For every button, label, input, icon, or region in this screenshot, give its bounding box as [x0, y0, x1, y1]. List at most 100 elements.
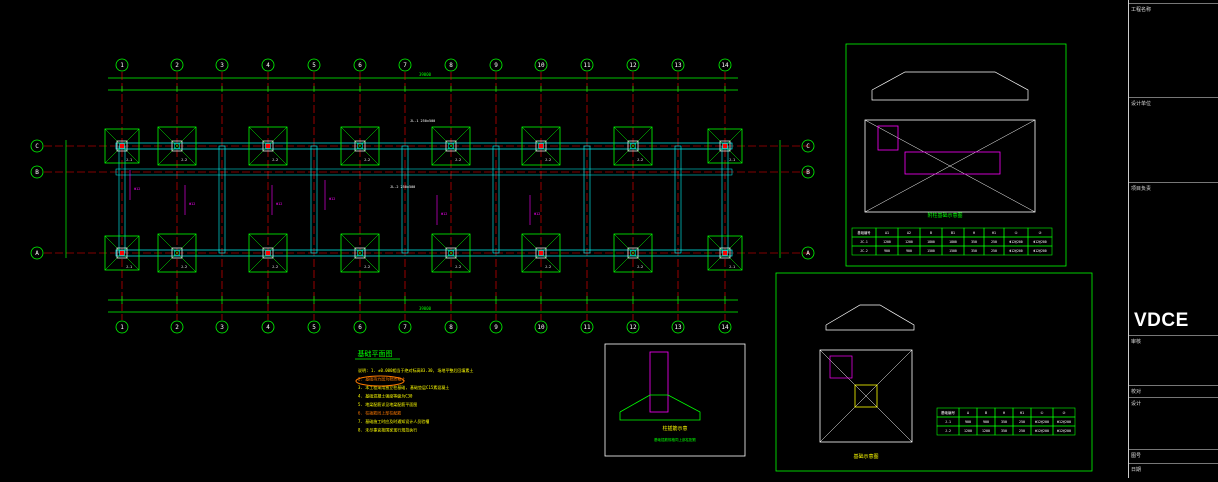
footing-label: J-2 — [364, 265, 370, 269]
axis-label-top-13: 13 — [674, 62, 682, 69]
foundation-table: 基础编号J-1J-2A9001200B9001200H350350H125025… — [936, 407, 1076, 436]
ground-beam-vertical — [674, 145, 682, 254]
column-stub — [535, 247, 547, 259]
title-block-row: 设计单位 — [1131, 101, 1152, 107]
table-header: B1 — [951, 231, 955, 235]
title-block-divider — [1129, 397, 1218, 398]
column-stub — [627, 247, 639, 259]
footing-outline — [248, 233, 288, 273]
rebar-annotation: Φ12 — [534, 212, 540, 216]
title-block-row: 工程名称 — [1131, 7, 1152, 13]
footing-label: J-1 — [126, 158, 132, 162]
table-value: 900 — [965, 420, 971, 424]
column-core — [630, 143, 636, 149]
side-detail-title: 附柱基础示意图 — [927, 212, 962, 219]
footing-outline — [431, 233, 471, 273]
total-dimension-bottom: 39000 — [419, 306, 432, 311]
note-line-5: 5. 地梁配筋详见地梁配筋平面图 — [358, 401, 417, 407]
column-core — [357, 143, 363, 149]
table-header: H1 — [992, 231, 996, 235]
axis-label-bottom-9: 9 — [494, 324, 498, 331]
column-core — [448, 250, 454, 256]
side-detail-plan — [864, 119, 1036, 213]
column-core — [265, 250, 271, 256]
column-core — [722, 143, 728, 149]
footing-label: J-2 — [455, 265, 461, 269]
axis-label-right-B: B — [806, 169, 810, 176]
axis-label-bottom-3: 3 — [220, 324, 224, 331]
table-header: A1 — [885, 231, 889, 235]
footing-outline — [340, 126, 380, 166]
axis-label-bottom-10: 10 — [537, 324, 545, 331]
foundation-section — [825, 304, 915, 331]
footing-label: J-2 — [545, 265, 551, 269]
table-header: 基础编号 — [941, 410, 955, 415]
column-stub — [445, 140, 457, 152]
rebar-annotation: Φ12 — [441, 212, 447, 216]
title-block-divider — [1129, 335, 1218, 336]
column-stub — [719, 140, 731, 152]
footing-label: J-2 — [455, 158, 461, 162]
axis-label-left-C: C — [35, 143, 39, 150]
plan-title: 基础平面图 — [358, 349, 393, 358]
table-header: A — [967, 411, 970, 415]
column-stub — [262, 140, 274, 152]
footing-label: J-2 — [364, 158, 370, 162]
column-stub — [627, 140, 639, 152]
column-core — [174, 143, 180, 149]
footing-outline — [157, 126, 197, 166]
table-value: 350 — [1001, 420, 1007, 424]
ground-beam — [115, 249, 733, 257]
axis-label-bottom-12: 12 — [629, 324, 637, 331]
foundation-detail-title: 基础示意图 — [853, 453, 878, 460]
title-block-row: 项目负责 — [1131, 186, 1152, 192]
axis-bubble-right — [801, 165, 815, 179]
table-value: Φ12@200 — [1035, 420, 1049, 424]
axis-label-top-7: 7 — [403, 62, 407, 69]
footing-outline — [248, 126, 288, 166]
table-cell — [1027, 245, 1053, 256]
table-value: 1800 — [927, 240, 935, 244]
axis-bubble-top — [718, 58, 732, 72]
column-stub — [354, 247, 366, 259]
axis-label-top-14: 14 — [721, 62, 729, 69]
axis-bubble-top — [444, 58, 458, 72]
column-stub — [262, 247, 274, 259]
axis-bubble-left — [30, 139, 44, 153]
foundation-plan-rebar — [829, 355, 853, 379]
table-value: J-2 — [945, 429, 951, 433]
footing-diagonal — [431, 233, 471, 273]
axis-label-top-8: 8 — [449, 62, 453, 69]
table-value: Φ12@200 — [1057, 429, 1071, 433]
axis-label-bottom-7: 7 — [403, 324, 407, 331]
beam-annotation: JL-2 250x500 — [390, 185, 415, 189]
foundation-detail-frame — [775, 272, 1093, 472]
column-core — [448, 143, 454, 149]
foundation-plan-diagonal — [819, 349, 913, 443]
column-core — [119, 250, 125, 256]
note-line-6: 6. 柱插筋同上部柱配筋 — [358, 410, 401, 416]
ground-beam — [115, 142, 733, 150]
table-value: 250 — [1019, 420, 1025, 424]
axis-label-bottom-1: 1 — [120, 324, 124, 331]
footing-outline — [104, 128, 140, 164]
footing-label: J-1 — [729, 158, 735, 162]
axis-bubble-bottom — [534, 320, 548, 334]
axis-label-top-6: 6 — [358, 62, 362, 69]
title-block-divider — [1129, 463, 1218, 464]
axis-bubble-bottom — [580, 320, 594, 334]
footing-label: J-1 — [126, 265, 132, 269]
title-block-divider — [1129, 3, 1218, 4]
axis-bubble-bottom — [718, 320, 732, 334]
table-value: 1800 — [949, 240, 957, 244]
rebar-annotation: Φ12 — [329, 197, 335, 201]
footing-outline — [707, 128, 743, 164]
footing-outline — [521, 126, 561, 166]
table-value: Φ12@200 — [1009, 240, 1023, 244]
title-block-divider — [1129, 385, 1218, 386]
table-header: H — [1003, 411, 1005, 415]
title-block-divider — [1129, 449, 1218, 450]
title-block-row: 审核 — [1131, 339, 1142, 345]
footing-label: J-2 — [637, 265, 643, 269]
